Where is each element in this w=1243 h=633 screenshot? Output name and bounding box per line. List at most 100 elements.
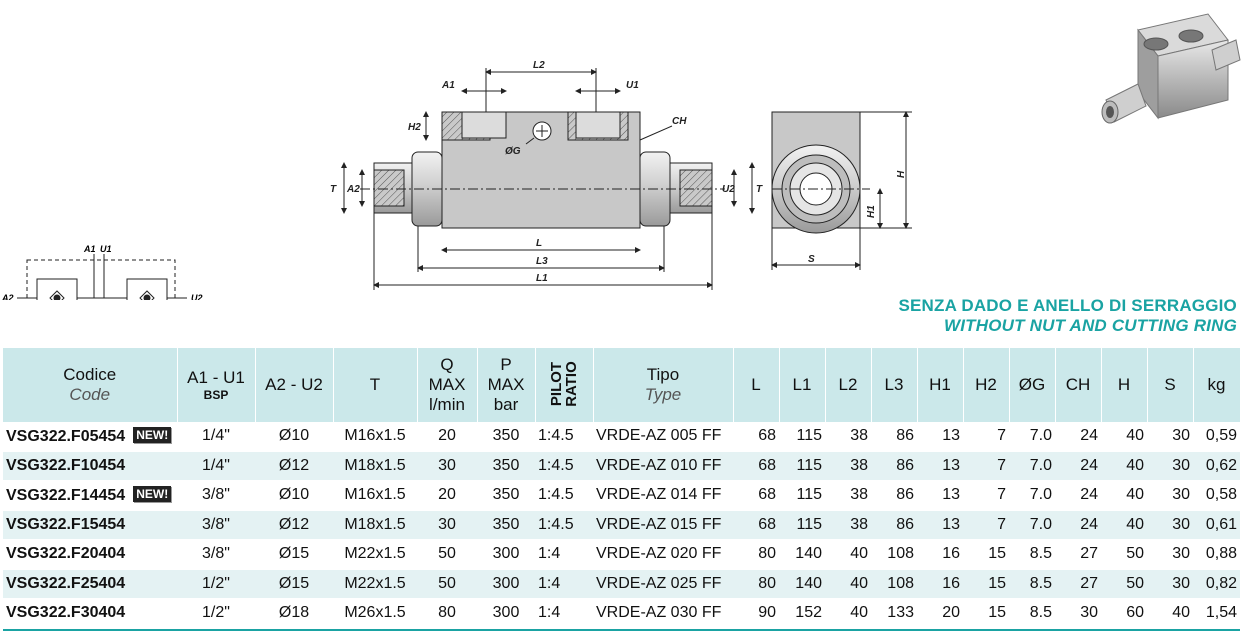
cell-l: 80 [733, 569, 779, 599]
cell-p: 300 [477, 598, 535, 629]
cell-t: M18x1.5 [333, 451, 417, 481]
dim-t-right-label: T [756, 184, 763, 195]
cell-h: 50 [1101, 539, 1147, 570]
header-l: L [733, 348, 780, 422]
cell-tipo: VRDE-AZ 010 FF [593, 451, 733, 481]
schematic-a2-label: A2 [1, 293, 14, 300]
cell-a1u1: 1/2" [177, 569, 255, 599]
cell-t: M16x1.5 [333, 422, 417, 452]
cell-l: 90 [733, 598, 779, 629]
header-kg: kg [1193, 348, 1241, 422]
cell-code: VSG322.F30404 [3, 598, 177, 629]
cell-code: VSG322.F10454 [3, 451, 177, 481]
cell-l: 80 [733, 539, 779, 570]
table-bottom-rule [3, 629, 1240, 631]
dim-h2-label: H2 [408, 122, 421, 133]
cell-l3: 86 [871, 422, 917, 452]
dim-l2-label: L2 [533, 60, 545, 71]
cell-ratio: 1:4.5 [535, 422, 593, 452]
cell-ratio: 1:4 [535, 539, 593, 570]
cell-l2: 38 [825, 451, 871, 481]
cell-q: 20 [417, 422, 477, 452]
cell-p: 300 [477, 569, 535, 599]
cell-a1u1: 3/8" [177, 480, 255, 511]
dim-l3-label: L3 [536, 256, 548, 267]
cell-kg: 0,62 [1193, 451, 1240, 481]
cell-tipo: VRDE-AZ 005 FF [593, 422, 733, 452]
cell-s: 30 [1147, 422, 1193, 452]
cell-s: 30 [1147, 480, 1193, 511]
cell-h2: 15 [963, 569, 1009, 599]
cell-l1: 152 [779, 598, 825, 629]
dim-t-left-label: T [330, 184, 337, 195]
cell-h: 40 [1101, 510, 1147, 540]
cell-h2: 15 [963, 539, 1009, 570]
header-h2: H2 [963, 348, 1010, 422]
cell-l3: 86 [871, 451, 917, 481]
cell-g: 7.0 [1009, 451, 1055, 481]
cell-g: 8.5 [1009, 539, 1055, 570]
end-view: H H1 S [771, 111, 912, 270]
dim-s-label: S [808, 254, 815, 265]
cell-l2: 38 [825, 510, 871, 540]
cell-s: 30 [1147, 569, 1193, 599]
cell-s: 30 [1147, 510, 1193, 540]
header-l2: L2 [825, 348, 872, 422]
cell-tipo: VRDE-AZ 020 FF [593, 539, 733, 570]
cell-l1: 115 [779, 422, 825, 452]
cell-l2: 40 [825, 598, 871, 629]
cell-h1: 13 [917, 422, 963, 452]
cell-kg: 1,54 [1193, 598, 1240, 629]
cell-ratio: 1:4 [535, 569, 593, 599]
cell-l2: 38 [825, 422, 871, 452]
cell-g: 7.0 [1009, 422, 1055, 452]
cell-kg: 0,88 [1193, 539, 1240, 570]
cell-l2: 40 [825, 569, 871, 599]
cell-l: 68 [733, 422, 779, 452]
new-badge: NEW! [133, 426, 172, 443]
dim-l1-label: L1 [536, 273, 548, 284]
dim-u2-label: U2 [722, 184, 735, 195]
cell-l3: 108 [871, 539, 917, 570]
cell-t: M16x1.5 [333, 480, 417, 511]
cell-a2u2: Ø12 [255, 451, 333, 481]
header-t: T [333, 348, 418, 422]
cell-p: 350 [477, 451, 535, 481]
cell-l1: 115 [779, 510, 825, 540]
cell-h1: 13 [917, 451, 963, 481]
cell-h: 40 [1101, 422, 1147, 452]
cell-h1: 16 [917, 539, 963, 570]
cell-kg: 0,58 [1193, 480, 1240, 511]
header-l1: L1 [779, 348, 826, 422]
cell-code: VSG322.F25404 [3, 569, 177, 599]
header-a2u2: A2 - U2 [255, 348, 334, 422]
cell-l1: 140 [779, 539, 825, 570]
cell-ratio: 1:4.5 [535, 451, 593, 481]
heading-italian: SENZA DADO E ANELLO DI SERRAGGIO [898, 296, 1237, 315]
cell-q: 20 [417, 480, 477, 511]
cell-p: 300 [477, 539, 535, 570]
cell-kg: 0,59 [1193, 422, 1240, 452]
cell-a2u2: Ø15 [255, 569, 333, 599]
cell-l1: 140 [779, 569, 825, 599]
cell-ch: 24 [1055, 422, 1101, 452]
cell-ch: 30 [1055, 598, 1101, 629]
cell-h1: 16 [917, 569, 963, 599]
cell-code: VSG322.F20404 [3, 539, 177, 570]
cell-t: M22x1.5 [333, 539, 417, 570]
cell-p: 350 [477, 510, 535, 540]
cell-s: 40 [1147, 598, 1193, 629]
header-h: H [1101, 348, 1148, 422]
cell-l: 68 [733, 451, 779, 481]
cell-code: VSG322.F15454 [3, 510, 177, 540]
technical-drawings: A1 U1 A2 U2 [1, 13, 1241, 300]
heading-english: WITHOUT NUT AND CUTTING RING [944, 316, 1237, 335]
cell-a2u2: Ø12 [255, 510, 333, 540]
